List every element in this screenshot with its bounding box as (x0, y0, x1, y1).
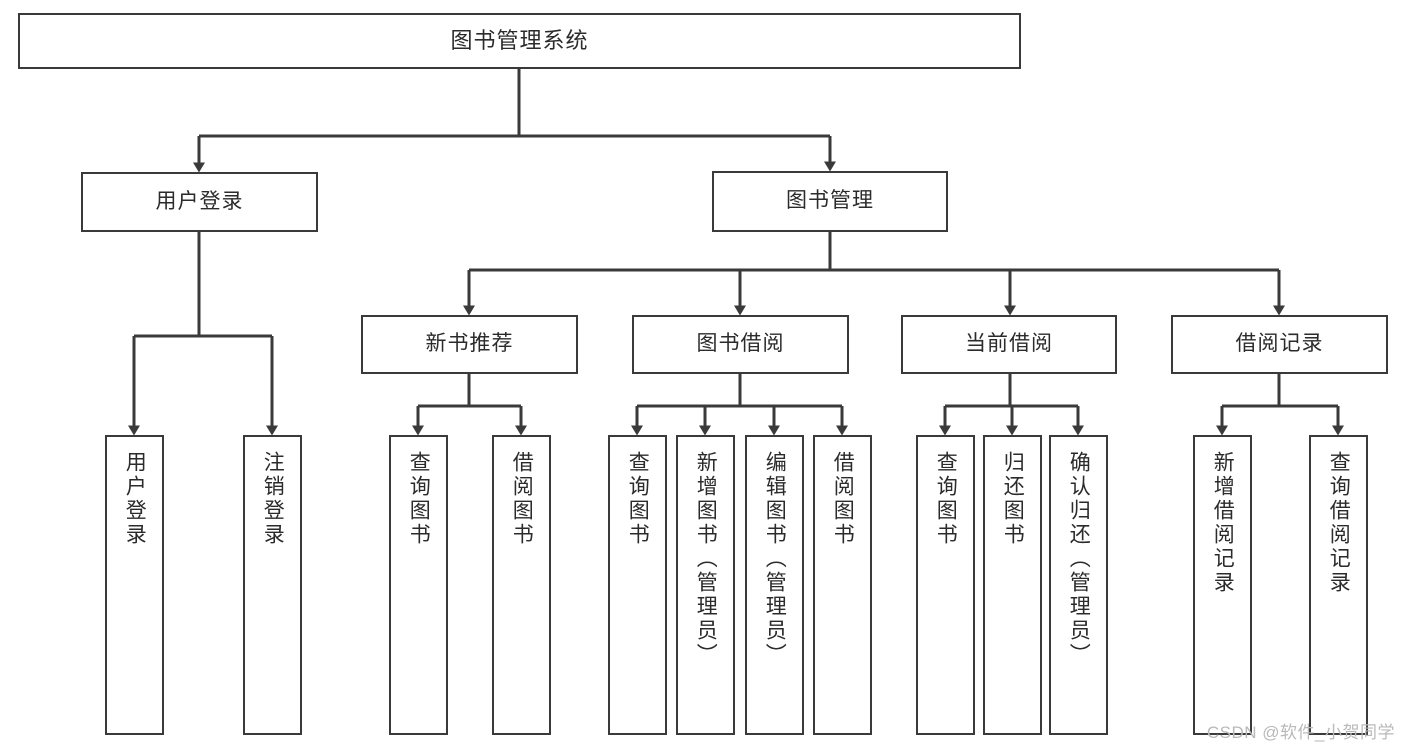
node-label: 借阅图书 (510, 451, 534, 547)
node-leaf-query-book-rec[interactable]: 查询图书 (389, 435, 448, 735)
node-current-borrow[interactable]: 当前借阅 (901, 315, 1117, 374)
node-label: 查询图书 (934, 451, 958, 547)
node-label: 归还图书 (1001, 451, 1025, 547)
node-leaf-query-record[interactable]: 查询借阅记录 (1309, 435, 1368, 735)
node-label: 新增借阅记录 (1211, 451, 1235, 595)
node-label: 编辑图书（管理员） (763, 451, 787, 667)
node-leaf-add-record[interactable]: 新增借阅记录 (1193, 435, 1252, 735)
node-leaf-edit-book[interactable]: 编辑图书（管理员） (745, 435, 804, 735)
watermark: CSDN @软件_小贺同学 (1206, 723, 1395, 742)
node-user-login[interactable]: 用户登录 (81, 172, 318, 232)
node-label: 图书管理系统 (450, 28, 589, 54)
node-book-manage[interactable]: 图书管理 (712, 171, 948, 232)
node-label: 新增图书（管理员） (694, 451, 718, 667)
node-label: 查询图书 (407, 451, 431, 547)
node-new-book-rec[interactable]: 新书推荐 (361, 315, 578, 374)
node-label: 用户登录 (123, 451, 147, 547)
node-leaf-return-book[interactable]: 归还图书 (983, 435, 1042, 735)
node-book-borrow[interactable]: 图书借阅 (632, 315, 849, 374)
node-book-management-system[interactable]: 图书管理系统 (18, 13, 1021, 69)
node-label: 借阅记录 (1235, 332, 1324, 356)
node-label: 图书借阅 (696, 332, 785, 356)
node-leaf-query-book-cur[interactable]: 查询图书 (916, 435, 975, 735)
node-label: 查询借阅记录 (1327, 451, 1351, 595)
node-label: 当前借阅 (965, 332, 1053, 356)
node-leaf-user-login[interactable]: 用户登录 (105, 435, 164, 735)
node-label: 新书推荐 (425, 332, 514, 356)
node-leaf-logout[interactable]: 注销登录 (243, 435, 302, 735)
node-label: 查询图书 (626, 451, 650, 547)
node-label: 借阅图书 (831, 451, 855, 547)
node-label: 确认归还（管理员） (1067, 451, 1091, 667)
node-label: 图书管理 (786, 189, 874, 213)
node-label: 用户登录 (155, 189, 244, 213)
node-leaf-borrow-book-rec[interactable]: 借阅图书 (492, 435, 551, 735)
node-leaf-query-book-borrow[interactable]: 查询图书 (608, 435, 667, 735)
node-leaf-borrow-book[interactable]: 借阅图书 (813, 435, 872, 735)
node-label: 注销登录 (261, 451, 285, 547)
node-borrow-record[interactable]: 借阅记录 (1171, 315, 1388, 374)
node-leaf-add-book[interactable]: 新增图书（管理员） (676, 435, 735, 735)
node-leaf-confirm-return[interactable]: 确认归还（管理员） (1049, 435, 1108, 735)
